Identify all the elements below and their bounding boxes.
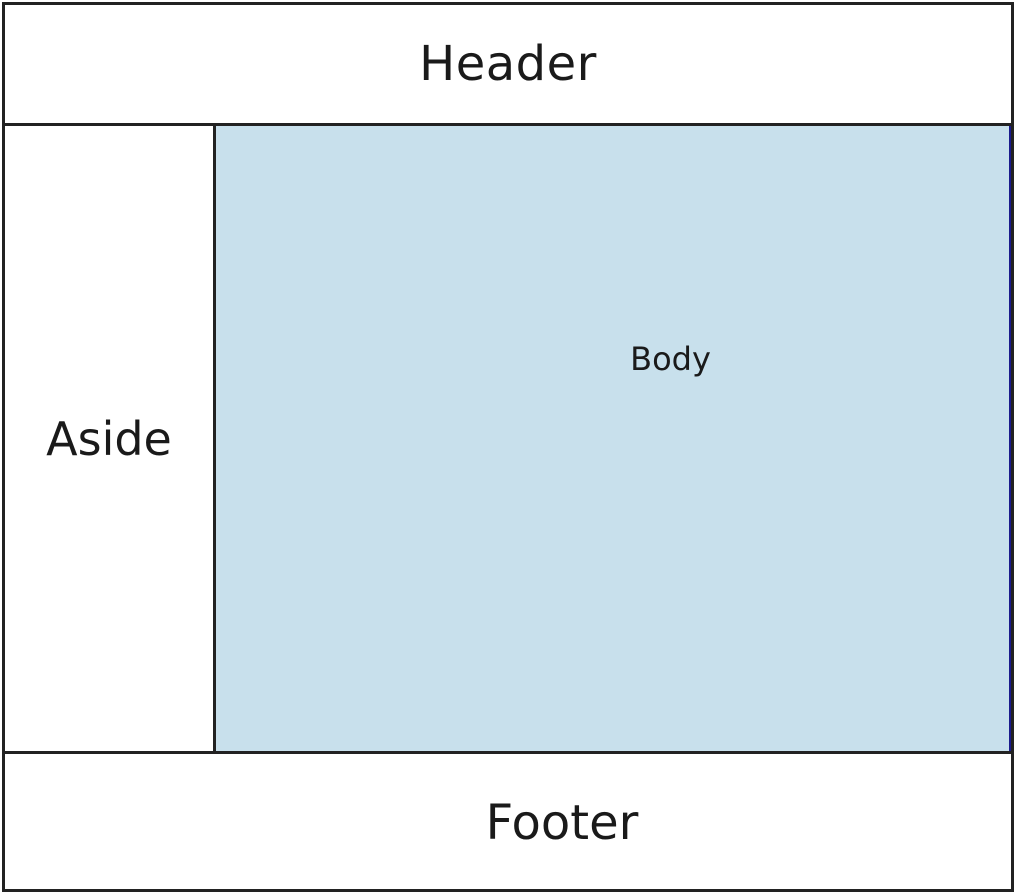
footer-label: Footer bbox=[485, 795, 639, 851]
body-region: Body bbox=[216, 126, 1011, 751]
body-label: Body bbox=[630, 340, 711, 378]
header-region: Header bbox=[5, 5, 1011, 126]
header-label: Header bbox=[419, 36, 597, 92]
aside-label: Aside bbox=[46, 411, 172, 466]
aside-region: Aside bbox=[5, 126, 216, 751]
footer-region: Footer bbox=[5, 751, 1011, 892]
